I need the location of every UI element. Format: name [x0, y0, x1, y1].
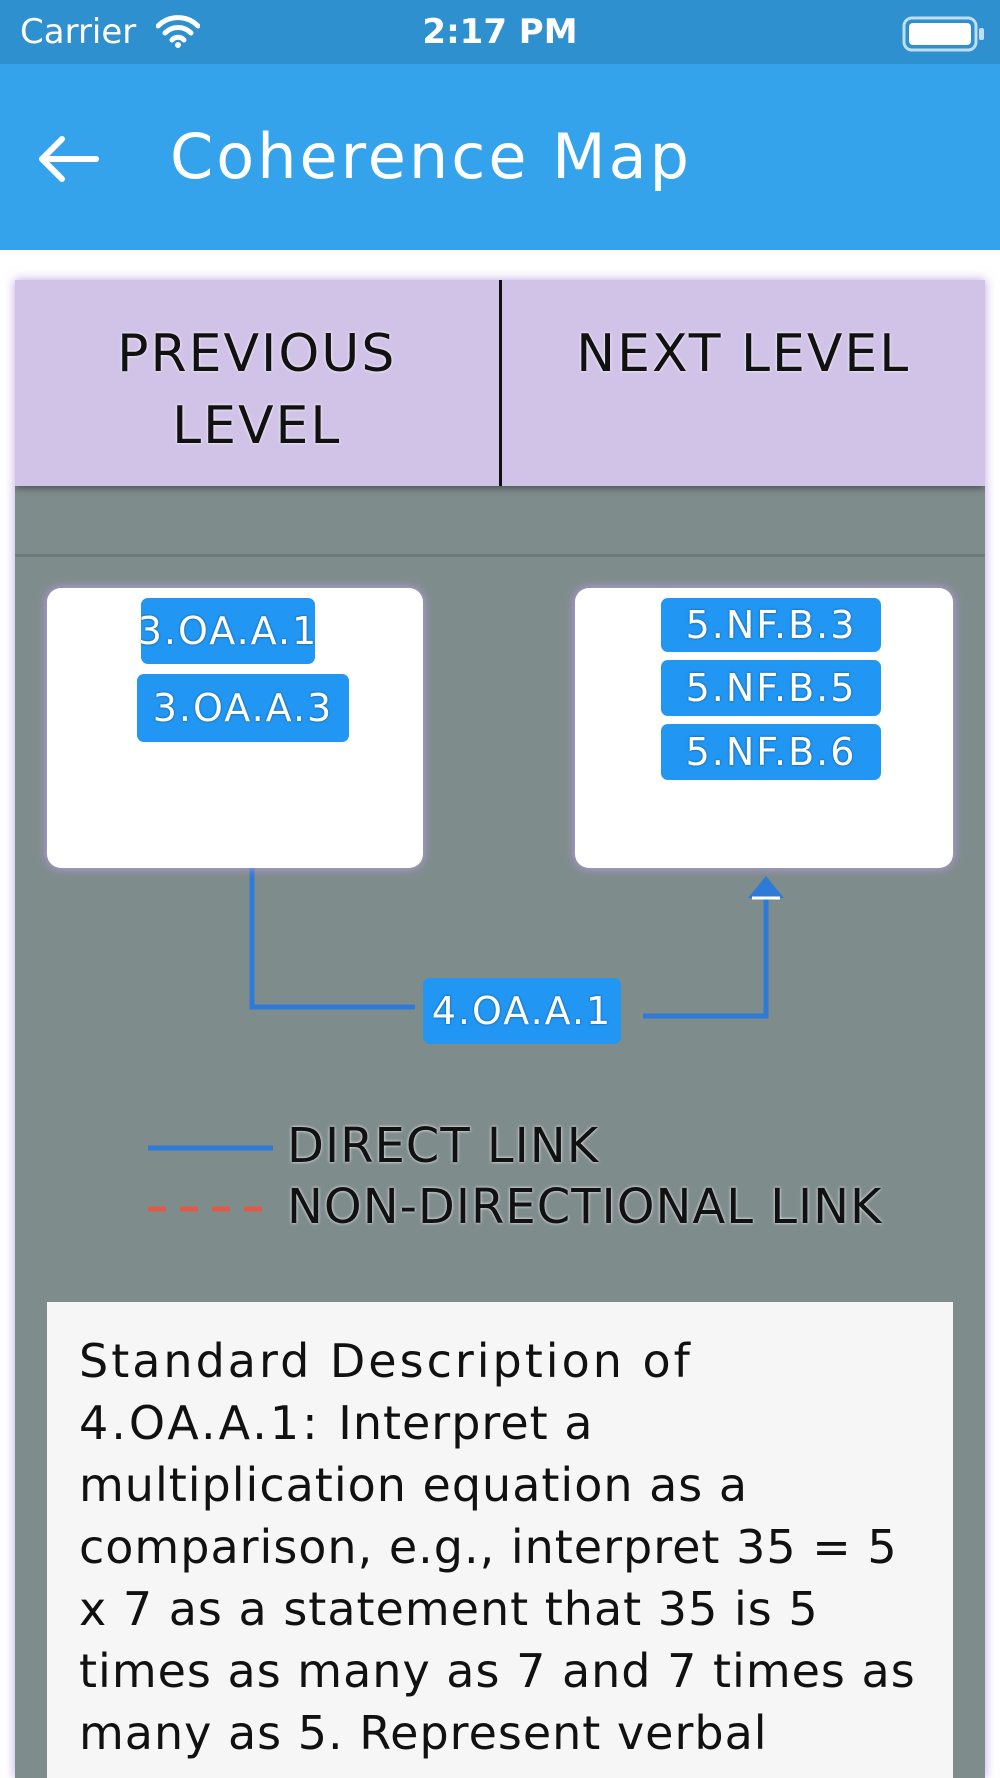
carrier-label: Carrier: [20, 12, 137, 52]
description-text: Interpret a multiplication equation as a…: [79, 1396, 916, 1760]
nav-divider: [498, 280, 502, 486]
standard-chip[interactable]: 3.OA.A.3: [137, 674, 349, 742]
previous-standards-box: 3.OA.A.1 3.OA.A.3: [47, 588, 423, 868]
description-heading: Standard Description of 4.OA.A.1:: [79, 1334, 693, 1450]
legend-non-directional-link-label: NON-DIRECTIONAL LINK: [287, 1179, 883, 1235]
status-bar: Carrier 2:17 PM: [0, 0, 1000, 64]
next-standards-box: 5.NF.B.3 5.NF.B.5 5.NF.B.6: [575, 588, 953, 868]
app-bar: Coherence Map: [0, 64, 1000, 250]
back-button[interactable]: [34, 122, 108, 196]
coherence-map-card: PREVIOUS LEVEL NEXT LEVEL 3.OA.A.1 3.OA.…: [15, 280, 985, 1778]
standard-description: Standard Description of 4.OA.A.1: Interp…: [47, 1302, 953, 1778]
battery-icon: [902, 16, 984, 52]
direct-link-line-in: [249, 868, 415, 1010]
section-divider: [15, 554, 985, 557]
wifi-icon: [156, 15, 200, 48]
direct-link-line-out: [643, 892, 769, 1019]
status-time: 2:17 PM: [422, 12, 578, 52]
standard-chip[interactable]: 5.NF.B.5: [661, 660, 881, 716]
level-navigation: PREVIOUS LEVEL NEXT LEVEL: [15, 280, 985, 486]
next-level-button[interactable]: NEXT LEVEL: [502, 280, 986, 486]
current-standard-chip[interactable]: 4.OA.A.1: [423, 978, 621, 1044]
page-title: Coherence Map: [170, 120, 693, 193]
standard-chip[interactable]: 5.NF.B.3: [661, 598, 881, 652]
legend-direct-link-label: DIRECT LINK: [287, 1118, 600, 1174]
standard-chip[interactable]: 5.NF.B.6: [661, 724, 881, 780]
link-arrowhead-icon: [748, 876, 784, 898]
previous-level-button[interactable]: PREVIOUS LEVEL: [15, 280, 499, 486]
link-connectors: [148, 868, 784, 1212]
standard-chip[interactable]: 3.OA.A.1: [138, 598, 316, 664]
previous-level-label: PREVIOUS LEVEL: [117, 324, 397, 456]
next-level-label: NEXT LEVEL: [576, 324, 911, 384]
